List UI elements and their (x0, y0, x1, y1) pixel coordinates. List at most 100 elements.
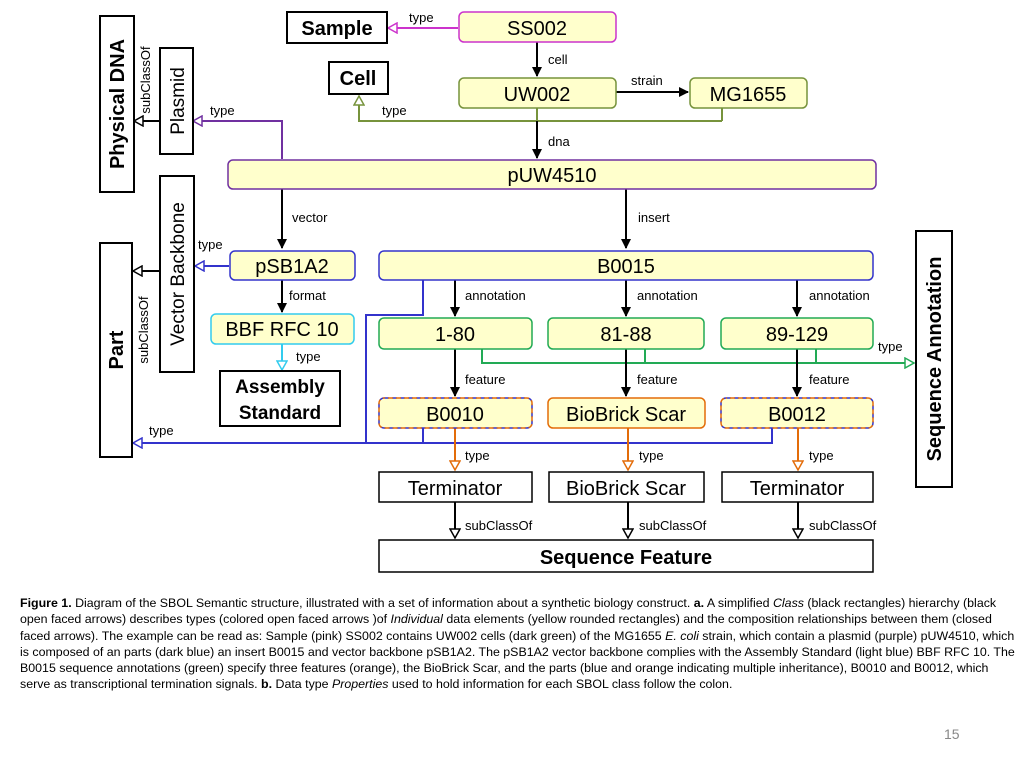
label-format: format (289, 288, 326, 303)
class-assembly-standard: Assembly Standard (219, 370, 341, 427)
label-annotation-3: annotation (809, 288, 870, 303)
label-dna: dna (548, 134, 570, 149)
class-terminator-2: Terminator (721, 471, 874, 503)
individual-b0012-label: B0012 (768, 404, 826, 426)
caption-part-b: b. (261, 677, 273, 692)
class-sequence-annotation: Sequence Annotation (915, 230, 953, 488)
caption-individual-word: Individual (390, 612, 443, 627)
individual-biobrick-scar: BioBrick Scar (547, 397, 706, 429)
individual-ann-81-88: 81-88 (547, 317, 705, 350)
individual-mg1655: MG1655 (689, 77, 808, 109)
individual-ann-1-80: 1-80 (378, 317, 533, 350)
class-biobrick-scar: BioBrick Scar (548, 471, 705, 503)
individual-b0010: B0010 (378, 397, 533, 429)
class-terminator-1: Terminator (378, 471, 533, 503)
class-part-label: Part (106, 330, 128, 369)
label-subclassof-2: subClassOf (639, 518, 707, 533)
individual-ann-1-80-label: 1-80 (435, 324, 475, 346)
individual-ss002: SS002 (458, 11, 617, 43)
label-strain: strain (631, 73, 663, 88)
label-type-assembly: type (296, 349, 321, 364)
label-annotation-1: annotation (465, 288, 526, 303)
edge-type-cell (359, 96, 538, 122)
label-feature-1: feature (465, 372, 505, 387)
label-vector: vector (292, 210, 328, 225)
class-vector-backbone: Vector Backbone (159, 175, 195, 373)
label-subclassof-3: subClassOf (809, 518, 877, 533)
caption-text-7: used to hold information for each SBOL c… (388, 677, 733, 692)
caption-text-3: (black rectangles) hierarchy (black open… (20, 596, 997, 627)
edge-type-part (133, 280, 424, 443)
individual-b0015: B0015 (378, 250, 874, 281)
class-sample: Sample (286, 11, 388, 44)
individual-b0012: B0012 (720, 397, 874, 429)
page-number: 15 (944, 726, 960, 742)
individual-uw002: UW002 (458, 77, 617, 109)
class-cell-label: Cell (340, 68, 377, 90)
caption-class-word: Class (772, 596, 804, 610)
caption-text-4: data elements (yellow rounded rectangles… (20, 612, 992, 643)
class-cell: Cell (328, 61, 389, 95)
caption-text-5: strain, which contain a plasmid (purple)… (20, 628, 1015, 692)
label-subclassof-part: subClassOf (136, 296, 151, 364)
edge-type-seqann (481, 349, 914, 363)
label-type-feature-3: type (809, 448, 834, 463)
edge-type-plasmid (193, 121, 283, 159)
label-type-vector: type (198, 237, 223, 252)
edge-type-part-b0012 (423, 428, 773, 444)
class-plasmid-label: Plasmid (168, 67, 189, 135)
class-sequence-annotation-label: Sequence Annotation (924, 257, 946, 462)
class-assembly-standard-line1: Assembly (235, 377, 325, 398)
label-type-cell: type (382, 103, 407, 118)
class-sequence-feature-label: Sequence Feature (540, 547, 712, 569)
caption-properties-word: Properties (331, 677, 389, 692)
label-feature-3: feature (809, 372, 849, 387)
figure-caption: Figure 1. Diagram of the SBOL Semantic s… (20, 595, 1020, 693)
individual-biobrick-scar-label: BioBrick Scar (566, 404, 686, 426)
individual-ss002-label: SS002 (507, 18, 567, 40)
label-type-part: type (149, 423, 174, 438)
caption-ecoli: E. coli (665, 628, 699, 643)
label-insert: insert (638, 210, 670, 225)
label-type-feature-1: type (465, 448, 490, 463)
class-assembly-standard-line2: Standard (239, 403, 321, 424)
label-feature-2: feature (637, 372, 677, 387)
label-annotation-2: annotation (637, 288, 698, 303)
class-sample-label: Sample (301, 18, 372, 40)
caption-part-a: a. (693, 596, 705, 610)
label-cell: cell (548, 52, 568, 67)
class-plasmid: Plasmid (159, 47, 194, 155)
individual-b0015-label: B0015 (597, 256, 655, 278)
sbol-diagram: Sample Cell Physical DNA subClassOf Plas… (99, 10, 953, 573)
individual-ann-89-129-label: 89-129 (766, 324, 828, 346)
label-type-feature-2: type (639, 448, 664, 463)
individual-puw4510: pUW4510 (227, 159, 877, 190)
class-physical-dna-label: Physical DNA (107, 39, 129, 169)
individual-bbf-rfc10: BBF RFC 10 (210, 313, 355, 345)
individual-psb1a2: pSB1A2 (229, 250, 356, 281)
edge-type-part-b0010 (366, 428, 424, 444)
class-physical-dna: Physical DNA (99, 15, 135, 193)
individual-bbf-rfc10-label: BBF RFC 10 (225, 319, 338, 341)
individual-mg1655-label: MG1655 (710, 84, 787, 106)
caption-text-6: Data type (272, 677, 332, 692)
label-type-sample: type (409, 10, 434, 25)
label-type-seqann: type (878, 339, 903, 354)
caption-text-2: A simplified (704, 596, 773, 610)
individual-uw002-label: UW002 (504, 84, 571, 106)
caption-text-1: Diagram of the SBOL Semantic structure, … (71, 596, 694, 610)
label-subclassof-1: subClassOf (465, 518, 533, 533)
class-part: Part (99, 242, 133, 458)
caption-figure-label: Figure 1. (20, 596, 72, 610)
class-sequence-feature: Sequence Feature (378, 539, 874, 573)
class-terminator-2-label: Terminator (750, 478, 845, 500)
class-vector-backbone-label: Vector Backbone (168, 202, 189, 346)
class-biobrick-scar-label: BioBrick Scar (566, 478, 686, 500)
individual-ann-81-88-label: 81-88 (600, 324, 651, 346)
individual-psb1a2-label: pSB1A2 (255, 256, 328, 278)
label-subclassof-dna: subClassOf (138, 46, 153, 114)
label-type-plasmid: type (210, 103, 235, 118)
individual-ann-89-129: 89-129 (720, 317, 874, 350)
individual-puw4510-label: pUW4510 (508, 165, 597, 187)
individual-b0010-label: B0010 (426, 404, 484, 426)
